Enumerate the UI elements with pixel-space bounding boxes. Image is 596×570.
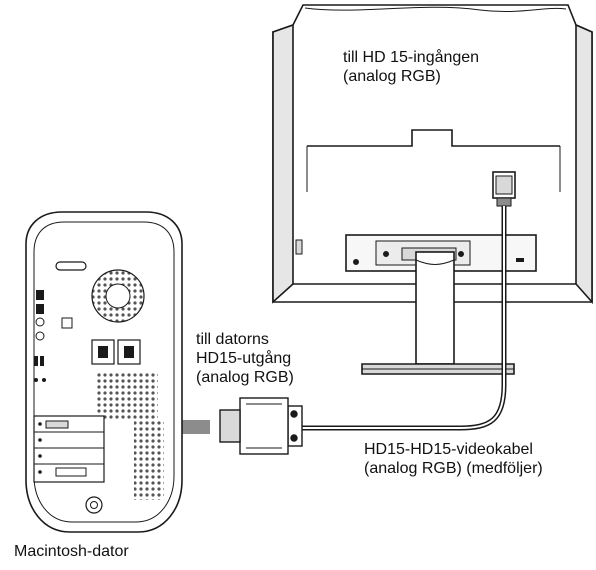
label-cable-line1: HD15-HD15-videokabel xyxy=(364,441,533,458)
label-computer-output-line1: till datorns xyxy=(196,331,269,348)
label-monitor-input-line1: till HD 15-ingången xyxy=(343,49,480,66)
video-cable xyxy=(302,206,507,431)
label-cable: HD15-HD15-videokabel (analog RGB) (medfö… xyxy=(364,440,543,478)
hd15-plug xyxy=(219,397,303,455)
label-computer-output: till datorns HD15-utgång (analog RGB) xyxy=(196,330,294,387)
label-monitor-input-line2: (analog RGB) xyxy=(343,68,441,85)
monitor xyxy=(272,4,593,375)
label-computer-text: Macintosh-dator xyxy=(14,543,129,560)
label-monitor-input: till HD 15-ingången (analog RGB) xyxy=(343,48,479,86)
label-cable-line2: (analog RGB) (medföljer) xyxy=(364,460,543,477)
label-computer-output-line3: (analog RGB) xyxy=(196,369,294,386)
label-computer-output-line2: HD15-utgång xyxy=(196,350,292,367)
macintosh-computer xyxy=(25,211,183,533)
label-computer: Macintosh-dator xyxy=(14,542,129,561)
